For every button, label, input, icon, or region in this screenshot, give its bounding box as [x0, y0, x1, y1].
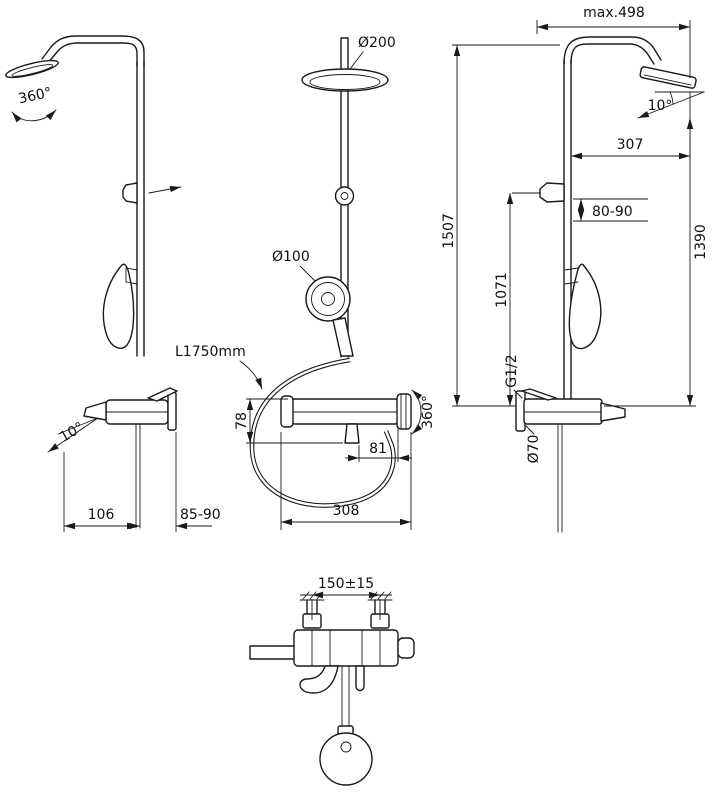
left-mixer-spout — [83, 401, 107, 421]
dim-150-15: 150±15 — [318, 576, 374, 592]
bottom-mixer-body — [293, 629, 399, 667]
front-mixer-body — [291, 398, 399, 425]
dim-106: 106 — [88, 507, 115, 523]
dim-1507: 1507 — [441, 213, 457, 249]
dim-81: 81 — [369, 441, 387, 457]
front-shower-column — [249, 37, 412, 508]
label-thread-g12: G1/2 — [504, 354, 520, 387]
dim-1071: 1071 — [494, 272, 510, 308]
label-rotation-360-left: 360° — [17, 85, 53, 108]
left-shower-head — [5, 59, 59, 79]
label-dia-200: Ø200 — [358, 35, 396, 51]
left-mixer-lever — [147, 387, 178, 402]
bottom-flange-circle — [319, 732, 373, 786]
front-shower-head — [301, 68, 389, 92]
front-temperature-handle — [396, 393, 412, 430]
right-slider-knob — [539, 182, 565, 203]
dim-80-90: 80-90 — [592, 204, 633, 220]
label-dia-100: Ø100 — [272, 249, 310, 265]
label-angle-10-left: 10° — [57, 419, 87, 445]
bottom-mixer-assembly — [249, 591, 415, 786]
label-angle-10-right: 10° — [648, 98, 673, 114]
left-hand-shower — [102, 263, 135, 349]
right-hand-shower — [568, 263, 602, 350]
right-mixer-lever — [521, 388, 557, 401]
dim-85-90: 85-90 — [180, 507, 221, 523]
left-rotation-arrow — [11, 109, 57, 123]
front-hand-shower — [305, 276, 351, 322]
label-rotation-360-front: 360° — [420, 395, 436, 429]
right-mixer-spout — [600, 402, 626, 422]
bottom-right-stub — [397, 637, 415, 659]
front-diverter-knob — [280, 395, 294, 428]
label-dia-70: Ø70 — [526, 435, 542, 464]
right-side-view: max.498 10° 307 80-90 1507 1071 1390 G1/… — [441, 5, 709, 533]
dim-308: 308 — [333, 503, 360, 519]
front-mixer-spout — [344, 423, 360, 444]
left-shower-column — [5, 35, 182, 529]
dim-78: 78 — [234, 412, 250, 430]
dim-max-498: max.498 — [583, 5, 645, 21]
right-shower-column — [515, 36, 697, 533]
front-hose-loop — [249, 357, 396, 508]
front-view: Ø200 Ø100 L1750mm 360° 78 81 308 — [175, 35, 436, 530]
front-slider-ring — [334, 186, 355, 206]
left-side-view: 360° 10° 106 85-90 — [5, 35, 221, 532]
right-shower-head — [639, 66, 697, 89]
left-slider-knob — [122, 182, 138, 204]
bottom-lever-handle — [299, 665, 339, 694]
front-rotation-arrow — [411, 389, 423, 435]
bottom-spout-pipe — [249, 645, 295, 660]
dim-1390: 1390 — [693, 224, 709, 260]
right-mixer-body — [523, 398, 603, 425]
dim-307: 307 — [617, 137, 644, 153]
bottom-detail-view: 150±15 — [249, 576, 415, 786]
label-hose-length: L1750mm — [175, 344, 246, 360]
